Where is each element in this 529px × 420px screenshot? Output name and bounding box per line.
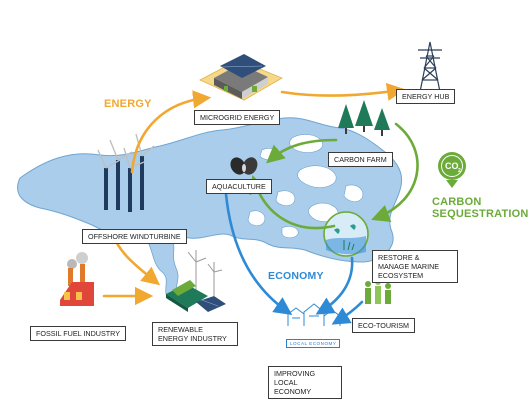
- aquaculture-label: AQUACULTURE: [206, 179, 272, 194]
- restore-marine-ecosystem-label: RESTORE & MANAGE MARINE ECOSYSTEM: [372, 250, 458, 283]
- eco-tourism-icon: [365, 279, 391, 304]
- carbon-farm-label: CARBON FARM: [328, 152, 393, 167]
- economy-heading: ECONOMY: [268, 270, 324, 282]
- eco-tourism-label: ECO-TOURISM: [352, 318, 415, 333]
- offshore-windturbine-icon: [97, 133, 155, 212]
- renewable-energy-industry-icon: [166, 250, 226, 312]
- co2-subscript: 2: [458, 168, 461, 174]
- microgrid-energy-label: MICROGRID ENERGY: [194, 110, 281, 125]
- fossil-fuel-industry-label: FOSSIL FUEL INDUSTRY: [30, 326, 127, 341]
- sequestration-heading: SEQUESTRATION: [432, 208, 529, 220]
- local-economy-building-icon: [287, 303, 341, 326]
- energy-heading: ENERGY: [104, 98, 152, 110]
- water-body: [17, 117, 403, 301]
- carbon-farm-trees-icon: [338, 100, 390, 136]
- local-economy-sign: LOCAL ECONOMY: [286, 339, 341, 348]
- economy-flow-arrows: [224, 192, 364, 325]
- renewable-energy-industry-label: RENEWABLE ENERGY INDUSTRY: [152, 322, 238, 346]
- energy-hub-pylon-icon: [418, 41, 442, 93]
- co2-badge-icon: CO 2: [438, 152, 466, 188]
- energy-hub-label: ENERGY HUB: [396, 89, 456, 104]
- offshore-windturbine-label: OFFSHORE WINDTURBINE: [82, 229, 187, 244]
- co2-text: CO: [445, 161, 459, 171]
- microgrid-house-icon: [199, 54, 283, 101]
- improving-local-economy-label: IMPROVING LOCAL ECONOMY: [268, 366, 342, 399]
- aquaculture-shell-icon: [230, 157, 258, 175]
- fossil-fuel-factory-icon: [60, 252, 94, 306]
- carbon-heading: CARBON: [432, 196, 482, 208]
- marine-ecosystem-icon: [323, 211, 369, 257]
